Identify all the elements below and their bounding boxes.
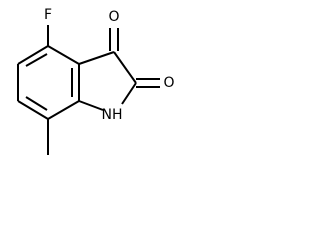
bond-c3-c2 [113,51,137,84]
bond-c6-c7 [17,100,49,120]
atom-label-nh: NH [102,107,123,123]
bond-c3a-c3 [78,51,115,65]
atom-label-ketone-oxygen: O [108,9,119,25]
molecule-canvas: F O O NH [0,0,184,172]
bond-n1-c7a [78,100,104,111]
structure-drawing: F O O NH [17,7,175,155]
bond-c4-c5-inner [25,53,48,67]
atom-label-amide-oxygen: O [163,75,174,91]
atom-label-fluorine: F [44,7,52,23]
bond-c7-c7a [47,100,80,120]
bond-c6-c7-inner [25,96,48,111]
bond-c2-n1 [121,82,137,105]
bond-c3a-c4 [47,45,80,65]
bond-c4-c5 [17,45,49,65]
